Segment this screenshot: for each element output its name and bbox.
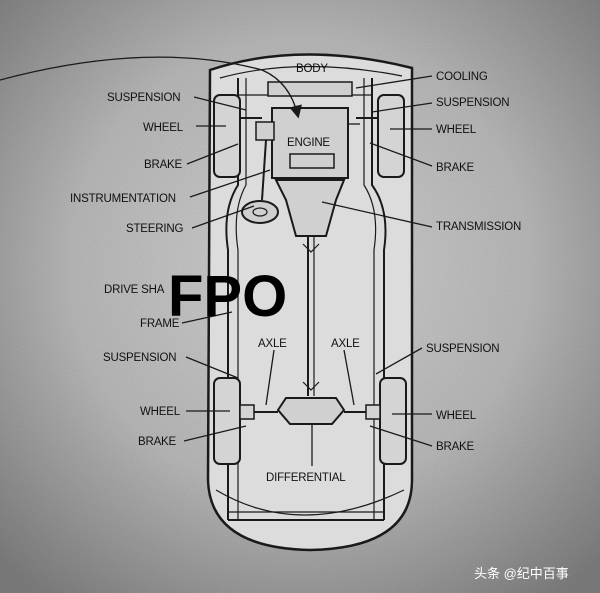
label-differential: DIFFERENTIAL	[266, 472, 346, 484]
label-axle-right: AXLE	[331, 338, 360, 350]
label-wheel-front-left: WHEEL	[143, 122, 184, 134]
front-left-wheel	[213, 94, 262, 178]
drive-shaft	[302, 236, 320, 396]
front-right-wheel	[356, 94, 405, 178]
label-instrumentation: INSTRUMENTATION	[70, 193, 176, 205]
label-brake-rear-right: BRAKE	[436, 441, 475, 453]
label-steering: STEERING	[126, 223, 183, 235]
label-suspension-front-left: SUSPENSION	[107, 92, 180, 104]
rear-left-wheel	[213, 377, 255, 465]
label-suspension-rear-right: SUSPENSION	[426, 343, 499, 355]
radiator	[267, 81, 353, 97]
fpo-placeholder: FPO	[168, 264, 287, 329]
leader-lines	[181, 75, 433, 466]
label-transmission: TRANSMISSION	[436, 221, 521, 233]
label-suspension-front-right: SUSPENSION	[436, 97, 509, 109]
transmission	[274, 179, 346, 237]
label-brake-rear-left: BRAKE	[138, 436, 177, 448]
label-drive-shaft: DRIVE SHA	[104, 284, 165, 296]
label-wheel-front-right: WHEEL	[436, 124, 477, 136]
engine	[255, 107, 349, 179]
car-body	[206, 53, 414, 552]
label-suspension-rear-left: SUSPENSION	[103, 352, 176, 364]
differential	[276, 397, 346, 425]
label-body: BODY	[296, 63, 328, 75]
pointer-arrow	[0, 56, 302, 119]
label-wheel-rear-left: WHEEL	[140, 406, 181, 418]
label-frame: FRAME	[140, 318, 180, 330]
label-wheel-rear-right: WHEEL	[436, 410, 477, 422]
label-axle-left: AXLE	[258, 338, 287, 350]
label-cooling: COOLING	[436, 71, 488, 83]
label-brake-front-right: BRAKE	[436, 162, 475, 174]
label-brake-front-left: BRAKE	[144, 159, 183, 171]
rear-right-wheel	[365, 377, 407, 465]
label-engine: ENGINE	[287, 137, 330, 149]
watermark-text: 头条 @纪中百事	[474, 566, 569, 581]
